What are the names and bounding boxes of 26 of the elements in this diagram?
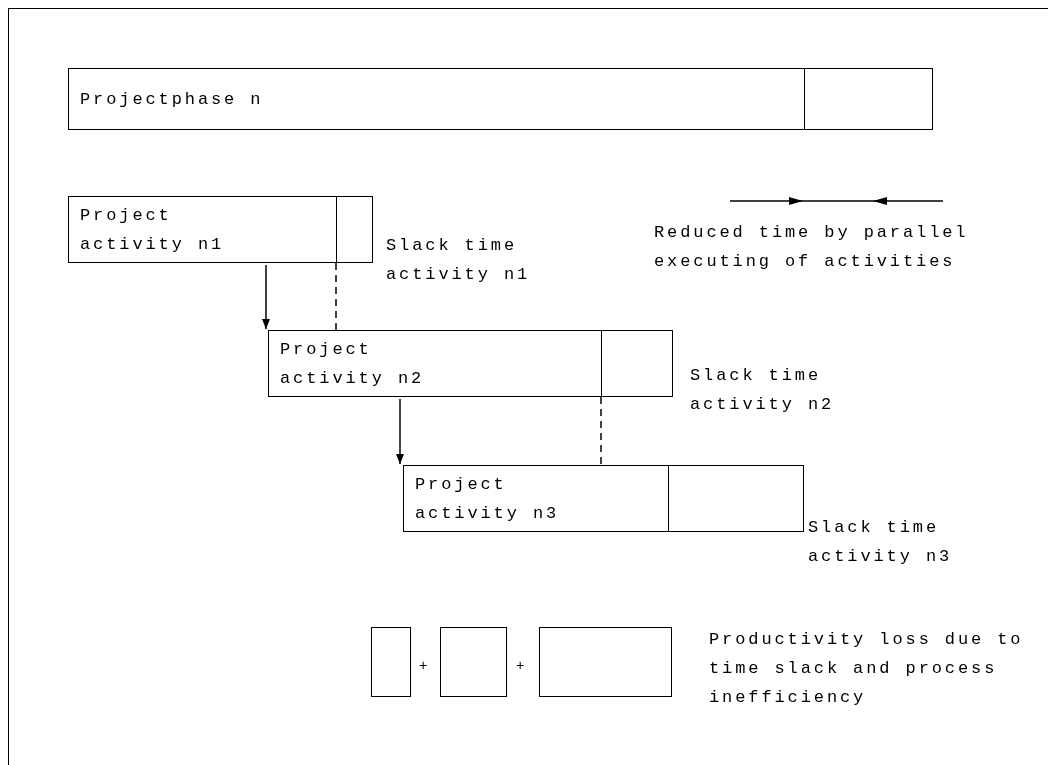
activity-box <box>68 196 337 263</box>
dashed-line <box>335 262 337 331</box>
activity-box <box>268 330 602 397</box>
box-label: Projectphase n <box>80 88 265 111</box>
note-text: Productivity loss due to time slack and process inefficiency <box>709 629 1025 709</box>
slack-box <box>539 627 672 697</box>
slack-caption: Slack time activity n2 <box>690 365 836 416</box>
slack-box <box>371 627 411 697</box>
slack-caption: Slack time activity n1 <box>386 235 532 286</box>
dashed-line <box>600 396 602 466</box>
slack-box <box>440 627 507 697</box>
slack-box <box>804 68 933 130</box>
box-label: Project activity n1 <box>80 204 226 256</box>
box-label: Project activity n3 <box>415 473 561 525</box>
slack-box <box>601 330 673 397</box>
plus-sign: + <box>419 657 428 676</box>
activity-box <box>68 68 805 130</box>
note-text: Reduced time by parallel executing of activities <box>654 222 970 273</box>
activity-box <box>403 465 669 532</box>
arrow <box>262 264 270 330</box>
arrow <box>396 398 404 465</box>
slack-caption: Slack time activity n3 <box>808 517 954 568</box>
slack-box <box>336 196 373 263</box>
plus-sign: + <box>516 657 525 676</box>
slack-box <box>668 465 804 532</box>
box-label: Project activity n2 <box>280 338 426 390</box>
